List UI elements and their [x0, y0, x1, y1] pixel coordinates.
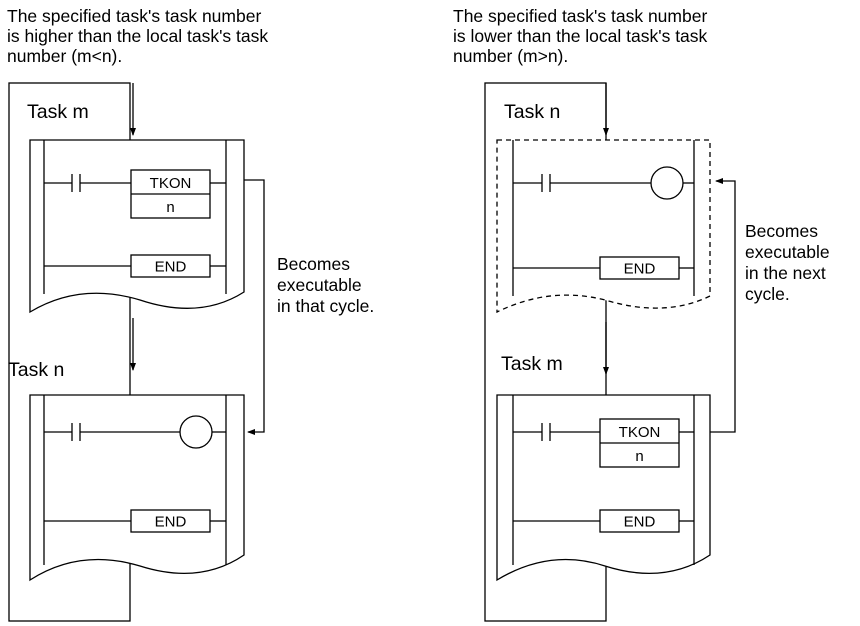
right-bottom-program: TKON n END — [496, 394, 711, 582]
left-tkon-label: TKON — [150, 175, 192, 192]
left-connector-arrow — [244, 179, 265, 435]
left-bottom-end-label: END — [155, 514, 187, 531]
left-note-line-3: in that cycle. — [277, 296, 374, 316]
right-top-program: END — [496, 139, 711, 314]
right-panel: The specified task's task number is lowe… — [453, 6, 830, 622]
right-note-line-3: in the next — [745, 263, 826, 283]
left-note-line-2: executable — [277, 275, 362, 295]
output-coil-icon — [179, 415, 213, 449]
right-bottom-task-label: Task m — [501, 353, 563, 375]
left-caption-line-3: number (m<n). — [7, 46, 122, 66]
left-top-task-label: Task m — [27, 101, 89, 123]
right-note-line-4: cycle. — [745, 284, 790, 304]
left-panel: The specified task's task number is high… — [7, 6, 374, 622]
right-tkon-operand: n — [635, 448, 643, 465]
left-top-program: TKON n END — [29, 139, 245, 314]
right-bottom-end-label: END — [624, 514, 656, 531]
left-caption-line-2: is higher than the local task's task — [7, 26, 268, 46]
right-caption-line-2: is lower than the local task's task — [453, 26, 708, 46]
left-note-line-1: Becomes — [277, 254, 350, 274]
right-caption-line-1: The specified task's task number — [453, 6, 707, 26]
left-bottom-task-label: Task n — [8, 359, 64, 381]
right-top-end-label: END — [624, 261, 656, 278]
right-top-task-label: Task n — [504, 101, 560, 123]
right-tkon-label: TKON — [619, 424, 661, 441]
right-caption-line-3: number (m>n). — [453, 46, 568, 66]
right-note-line-2: executable — [745, 242, 830, 262]
left-tkon-operand: n — [166, 199, 174, 216]
right-connector-arrow — [710, 178, 736, 433]
output-coil-icon — [650, 166, 684, 200]
right-note-line-1: Becomes — [745, 221, 818, 241]
left-top-end-label: END — [155, 259, 187, 276]
left-bottom-program: END — [29, 394, 245, 582]
left-caption-line-1: The specified task's task number — [7, 6, 261, 26]
